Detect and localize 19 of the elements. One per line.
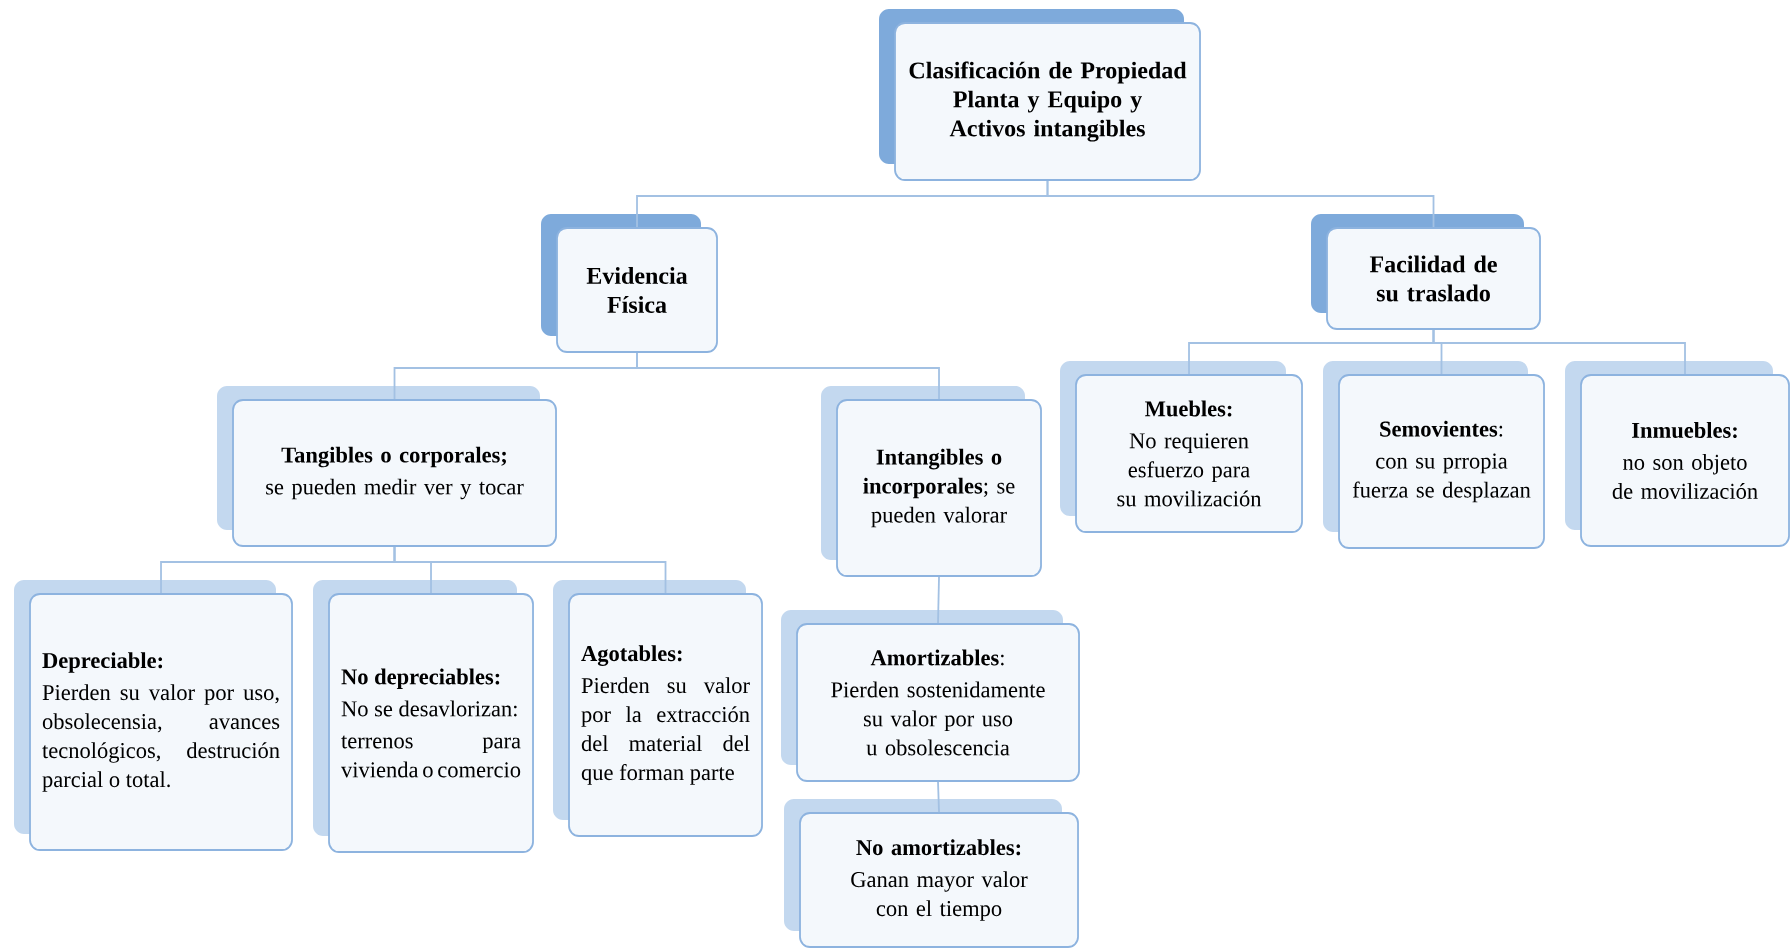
connector-line <box>636 352 940 400</box>
node-box: No depreciables: No se desavlorizan: terrenos para vivienda o comercio <box>313 580 534 853</box>
node-box: Amortizables: Pierden sostenidamente su valor por uso u obsolescencia <box>781 610 1080 782</box>
node-box: Evidencia Física <box>541 214 718 353</box>
connector-line <box>1046 180 1435 228</box>
connector-line <box>393 546 667 594</box>
connector-line <box>937 576 940 624</box>
node-box: Depreciable: Pierden su valor por uso, obsolecensia, avances tecnológicos, destrución parcial o total. <box>14 580 293 851</box>
node-box: Muebles: No requieren esfuerzo para su movilización <box>1060 361 1303 533</box>
node-box: Inmuebles: no son objeto de movilización <box>1565 361 1790 547</box>
node-box: Facilidad de su traslado <box>1311 214 1541 330</box>
node-box: Clasificación de Propiedad Planta y Equipo y Activos intangibles <box>879 9 1201 181</box>
node-box: No amortizables: Ganan mayor valor con el tiempo <box>784 799 1079 948</box>
node-box: Semovientes: con su prropia fuerza se desplazan <box>1323 361 1545 549</box>
node-box: Intangibles o incorporales; se pueden valorar <box>821 386 1042 577</box>
connector-line <box>1432 329 1686 375</box>
connector-line <box>937 781 940 813</box>
node-box: Tangibles o corporales; se pueden medir ver y tocar <box>217 386 557 547</box>
node-box: Agotables: Pierden su valor por la extracción del material del que forman parte <box>553 580 763 837</box>
